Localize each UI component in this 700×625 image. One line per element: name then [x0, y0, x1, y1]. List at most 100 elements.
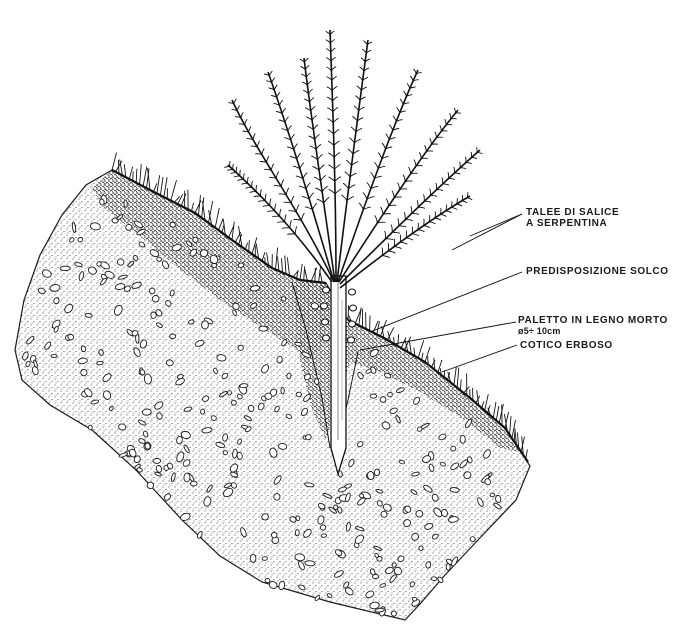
stone: [153, 458, 161, 463]
stone: [370, 394, 377, 398]
stone: [305, 560, 316, 566]
stone: [374, 469, 380, 476]
willow-leaf: [457, 204, 462, 206]
willow-leaf: [267, 211, 274, 212]
willow-leaf: [377, 222, 385, 223]
willow-leaf: [472, 158, 478, 159]
label-willow-cuttings-line1: TALEE DI SALICE: [526, 207, 619, 218]
willow-leaf: [295, 226, 297, 234]
grass-blade: [160, 177, 163, 195]
grass-blade: [422, 353, 423, 360]
willow-leaf: [386, 199, 389, 206]
willow-leaf: [251, 146, 257, 147]
willow-leaf: [425, 145, 427, 151]
willow-leaf: [454, 173, 460, 174]
willow-leaf: [462, 201, 467, 203]
willow-leaf: [294, 144, 298, 150]
willow-leaf: [224, 167, 229, 168]
willow-leaf: [297, 153, 301, 159]
willow-leaf: [386, 239, 394, 240]
willow-leaf: [241, 112, 244, 117]
label-wooden-stake-line1: PALETTO IN LEGNO MORTO: [518, 315, 668, 326]
willow-leaf: [250, 192, 257, 193]
label-wooden-stake: PALETTO IN LEGNO MORTO ø5÷ 10cm: [518, 315, 668, 337]
stone: [259, 326, 268, 331]
willow-leaf: [386, 134, 390, 140]
willow-leaf: [285, 215, 287, 222]
willow-leaf: [321, 175, 326, 180]
willow-leaf: [477, 153, 482, 154]
willow-leaf: [431, 195, 438, 196]
willow-leaf: [311, 106, 316, 111]
willow-leaf: [248, 177, 249, 183]
grass-blade: [219, 219, 224, 231]
stone: [281, 387, 285, 393]
willow-leaf: [334, 141, 340, 146]
stone: [190, 481, 197, 486]
willow-leaf: [287, 234, 295, 235]
stone: [262, 556, 268, 560]
grass-blade: [112, 153, 117, 170]
willow-leaf: [265, 194, 266, 201]
grass-blade: [192, 203, 194, 212]
willow-leaf: [360, 67, 364, 71]
willow-leaf: [394, 247, 401, 249]
willow-leaf: [303, 173, 307, 179]
grass-blade: [171, 180, 177, 200]
willow-leaf: [405, 181, 412, 182]
stone: [51, 355, 57, 358]
stone: [223, 451, 228, 455]
willow-leaf: [307, 81, 311, 85]
willow-leaf: [375, 215, 378, 223]
willow-leaf: [412, 213, 419, 214]
willow-leaf: [281, 180, 284, 187]
willow-leaf: [363, 193, 367, 200]
willow-leaf: [312, 116, 317, 121]
willow-leaf: [343, 183, 349, 188]
grass-blade: [304, 266, 305, 280]
grass-blade: [285, 256, 286, 275]
label-furrow-text: PREDISPOSIZIONE SOLCO: [526, 266, 669, 277]
willow-leaf: [435, 218, 441, 220]
stone: [296, 392, 302, 397]
willow-leaf: [361, 58, 365, 62]
willow-leaf: [276, 172, 279, 179]
willow-leaf: [355, 96, 360, 101]
willow-leaf: [460, 162, 461, 168]
willow-leaf: [271, 164, 274, 170]
willow-leaf: [308, 89, 312, 93]
stone: [446, 564, 450, 571]
willow-leaf: [318, 154, 323, 159]
stone: [96, 361, 103, 365]
willow-leaf: [367, 182, 371, 188]
willow-leaf: [418, 207, 425, 208]
willow-leaf: [378, 153, 382, 159]
willow-leaf: [405, 220, 412, 221]
willow-leaf: [354, 106, 359, 111]
label-willow-cuttings: TALEE DI SALICE A SERPENTINA: [526, 207, 619, 229]
label-willow-cuttings-line2: A SERPENTINA: [526, 218, 619, 229]
willow-leaf: [406, 231, 407, 238]
willow-leaf: [245, 187, 251, 188]
willow-leaf: [359, 203, 363, 210]
stone: [124, 200, 128, 207]
willow-leaf: [465, 157, 466, 163]
grass-blade: [140, 164, 142, 184]
willow-leaf: [345, 172, 350, 177]
willow-leaf: [440, 208, 441, 214]
willow-leaf: [404, 212, 405, 219]
willow-leaf: [305, 58, 309, 62]
label-wooden-stake-line2: ø5÷ 10cm: [518, 326, 668, 337]
stone: [265, 578, 270, 582]
willow-leaf: [436, 183, 437, 190]
willow-leaf: [410, 76, 413, 81]
willow-leaf: [357, 86, 362, 90]
willow-leaf: [467, 198, 472, 200]
grass-blade: [320, 270, 323, 282]
willow-leaf: [352, 116, 357, 121]
willow-leaf: [457, 198, 458, 204]
willow-leaf: [306, 73, 310, 77]
stone: [416, 510, 424, 517]
willow-leaf: [270, 199, 271, 206]
stone: [228, 391, 232, 395]
